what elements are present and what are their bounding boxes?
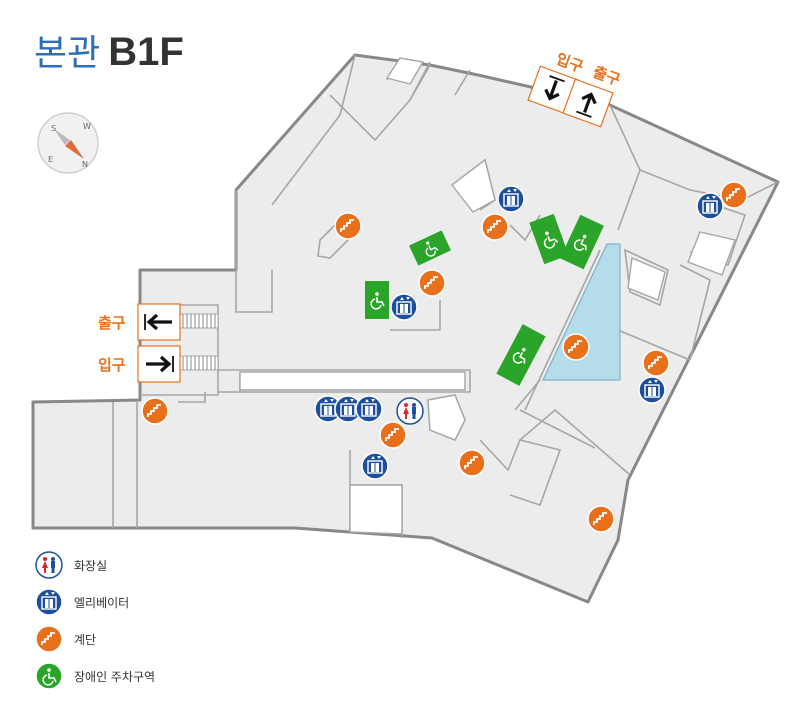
stairs-icon — [334, 212, 362, 240]
top-exit-gate[interactable] — [562, 78, 614, 128]
legend-label: 계단 — [74, 632, 97, 647]
accessible-parking-space — [365, 281, 389, 319]
legend: 화장실 엘리베이터 계단 장애인 주차구역 — [34, 551, 155, 699]
pond — [542, 243, 621, 381]
elevator-icon — [696, 192, 724, 220]
stairs-icon — [141, 397, 169, 425]
stairs-icon — [562, 333, 590, 361]
stairs-icon — [458, 449, 486, 477]
stairs-icon — [418, 269, 446, 297]
legend-label: 엘리베이터 — [74, 595, 130, 610]
legend-item-elevator: 엘리베이터 — [34, 588, 155, 616]
legend-item-stairs: 계단 — [34, 625, 155, 653]
floor-name: B1F — [108, 30, 184, 74]
accessible-parking-icon — [35, 662, 63, 690]
stairs-icon — [35, 625, 63, 653]
building-name: 본관 — [34, 33, 101, 74]
stairs-icon — [379, 421, 407, 449]
elevator-icon — [35, 588, 63, 616]
stairs-icon — [587, 505, 615, 533]
accessible-parking-space — [560, 214, 604, 270]
compass-letter-w: W — [83, 122, 91, 131]
white-rooms — [239, 57, 736, 535]
elevator-icon — [361, 452, 389, 480]
elevator-icon — [390, 293, 418, 321]
top-exit-label: 출구 — [591, 63, 623, 89]
legend-item-accessible-parking: 장애인 주차구역 — [34, 662, 155, 690]
stairs-icon — [481, 213, 509, 241]
legend-label: 화장실 — [74, 558, 108, 573]
left-entrance-gate[interactable] — [137, 345, 181, 383]
compass-letter-n: N — [82, 160, 88, 169]
compass-letter-e: E — [48, 155, 53, 164]
restroom-icon — [396, 397, 424, 425]
legend-label: 장애인 주차구역 — [74, 669, 156, 684]
left-exit-gate[interactable] — [137, 303, 181, 341]
restroom-icon — [35, 551, 63, 579]
interior-walls — [112, 54, 779, 538]
left-entrance-label: 입구 — [98, 356, 126, 374]
left-exit-label: 출구 — [98, 314, 126, 332]
stairs-icon — [720, 181, 748, 209]
stairs-icon — [642, 349, 670, 377]
accessible-parking-space — [529, 213, 569, 265]
elevator-icon — [355, 395, 383, 423]
compass-letter-s: S — [51, 124, 56, 133]
accessible-parking-space — [496, 324, 546, 386]
legend-item-restroom: 화장실 — [34, 551, 155, 579]
accessible-parking-space — [409, 230, 451, 266]
elevator-icon — [638, 376, 666, 404]
elevator-icon — [497, 185, 525, 213]
compass-icon: S W E N — [37, 112, 99, 174]
